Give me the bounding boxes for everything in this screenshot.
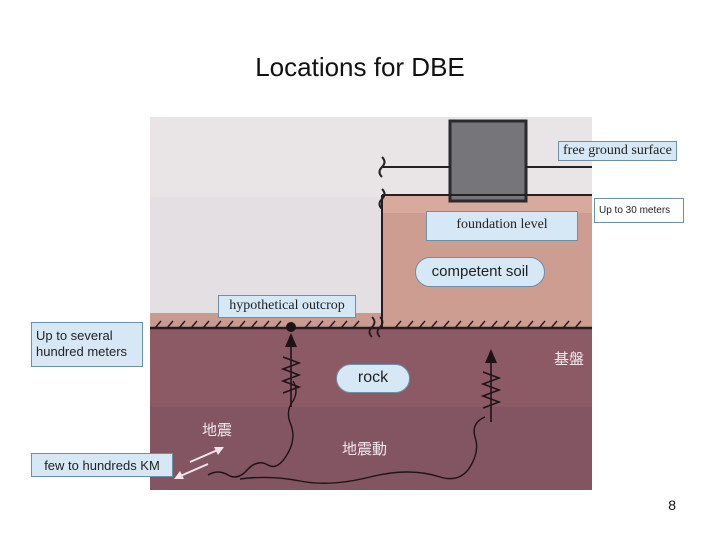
wave-arrow-left <box>280 339 302 407</box>
rock-label: rock <box>336 364 410 393</box>
seismic-ray-path <box>207 380 297 478</box>
free-ground-surface-label: free ground surface <box>558 141 677 161</box>
break-mark-ground <box>368 316 384 338</box>
page-number: 8 <box>668 497 676 513</box>
wave-arrow-right <box>480 355 502 422</box>
building <box>448 119 528 203</box>
few-to-hundreds-km-label: few to hundreds KM <box>31 453 173 477</box>
arrowhead-left <box>285 333 297 347</box>
foundation-level-label: foundation level <box>426 211 578 241</box>
jishindo-text: 地震動 <box>342 441 387 458</box>
hypothetical-outcrop-label: hypothetical outcrop <box>218 295 356 318</box>
source-arrows <box>177 448 221 478</box>
seismic-ray-path-2 <box>239 416 486 484</box>
up-to-several-hundred-label: Up to several hundred meters <box>31 322 143 367</box>
arrowhead-right <box>485 349 497 363</box>
break-mark-mid <box>378 188 386 210</box>
up-to-30-meters-label: Up to 30 meters <box>594 198 684 223</box>
slide-title: Locations for DBE <box>255 52 465 82</box>
break-mark-top <box>378 156 386 178</box>
competent-soil-label: competent soil <box>415 257 545 287</box>
outcrop-point <box>286 322 296 332</box>
jishin-text: 地震 <box>202 422 232 439</box>
ground-diagram: 基盤 地震 地震動 <box>150 117 592 490</box>
bedrock-hatch <box>154 320 582 329</box>
kiban-text: 基盤 <box>554 351 584 368</box>
